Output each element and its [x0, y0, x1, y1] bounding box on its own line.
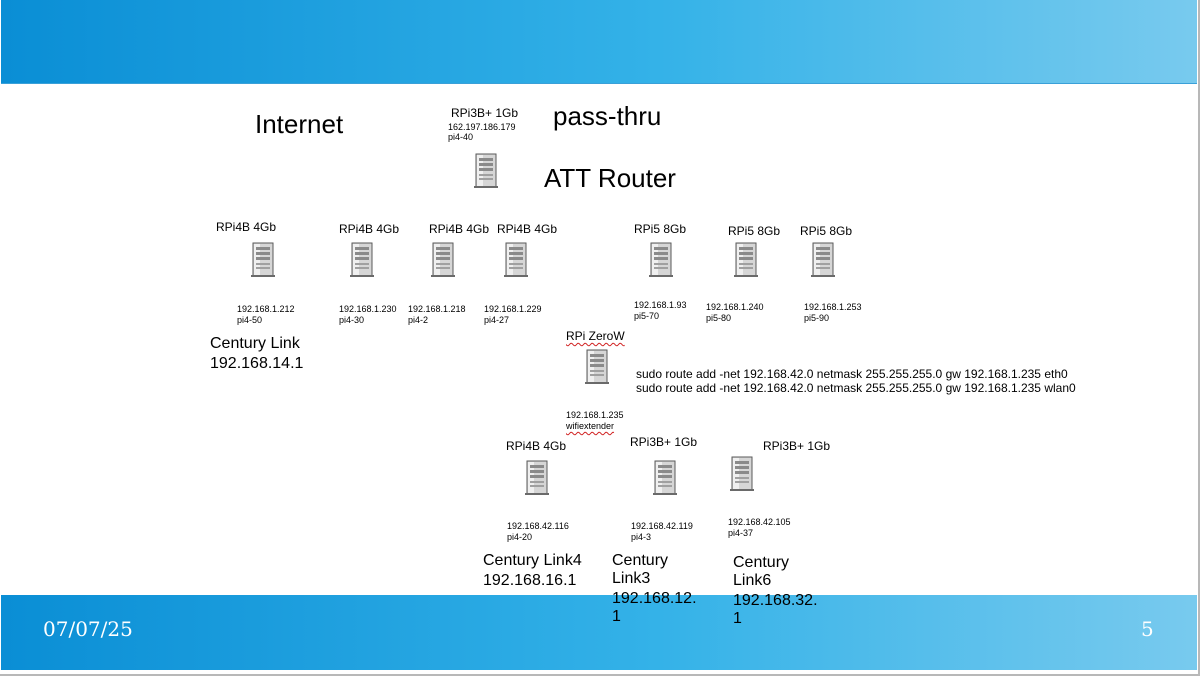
century-link-gateway: 192.168.16.1 [483, 572, 577, 589]
century-link-gateway: 192.168.32.1 [733, 592, 818, 628]
century-link-name: Century Link4 [483, 552, 582, 569]
node-ip: 192.168.1.212 [237, 304, 295, 314]
node-ip: 192.168.1.218 [408, 304, 466, 314]
node-ip: 192.168.1.253 [804, 302, 862, 312]
server-icon [349, 242, 375, 278]
node-host: pi5-90 [804, 313, 830, 323]
server-icon [729, 456, 755, 492]
server-icon [733, 242, 759, 278]
extender-ip: 192.168.1.235 [566, 410, 624, 420]
node-model: RPi4B 4Gb [506, 439, 567, 453]
node-host: pi4-50 [237, 315, 263, 325]
server-icon [250, 242, 276, 278]
node-model: RPi4B 4Gb [429, 222, 490, 236]
node-host: pi4-27 [484, 315, 510, 325]
extender-model: RPi ZeroW [566, 329, 625, 343]
node-model: RPi3B+ 1Gb [763, 439, 831, 453]
gateway-host: pi4-40 [448, 132, 474, 142]
century-link-gateway: 192.168.14.1 [210, 355, 304, 372]
node-host: pi4-37 [728, 528, 754, 538]
node-ip: 192.168.1.240 [706, 302, 764, 312]
node-model: RPi4B 4Gb [339, 222, 400, 236]
node-model: RPi4B 4Gb [216, 220, 277, 234]
node-model: RPi5 8Gb [634, 222, 687, 236]
node-ip: 192.168.42.119 [631, 521, 693, 531]
internet-title: Internet [255, 109, 344, 139]
node-model: RPi5 8Gb [728, 224, 781, 238]
node-host: pi5-80 [706, 313, 732, 323]
server-icon [584, 349, 610, 385]
node-model: RPi3B+ 1Gb [630, 435, 698, 449]
node-host: pi4-2 [408, 315, 429, 325]
node-model: RPi5 8Gb [800, 224, 853, 238]
att-router-title: ATT Router [544, 163, 676, 193]
server-icon [473, 153, 499, 189]
footer-band: 07/07/25 5 [1, 595, 1197, 670]
server-icon [430, 242, 456, 278]
node-host: pi4-3 [631, 532, 652, 542]
footer-page-number: 5 [1141, 617, 1154, 641]
server-icon [524, 460, 550, 496]
footer-date: 07/07/25 [43, 617, 133, 641]
gateway-model: RPi3B+ 1Gb [451, 106, 519, 120]
node-model: RPi4B 4Gb [497, 222, 558, 236]
node-ip: 192.168.1.93 [634, 300, 687, 310]
header-band [1, 0, 1197, 84]
node-ip: 192.168.42.116 [507, 521, 569, 531]
route-command: sudo route add -net 192.168.42.0 netmask… [636, 381, 1076, 395]
century-link-gateway: 192.168.12.1 [612, 590, 697, 626]
node-host: pi4-20 [507, 532, 533, 542]
server-icon [503, 242, 529, 278]
century-link-name: Century Link6 [733, 554, 790, 590]
gateway-ip: 162.197.186.179 [448, 122, 516, 132]
century-link-name: Century Link [210, 335, 300, 352]
server-icon [652, 460, 678, 496]
node-host: pi4-30 [339, 315, 365, 325]
node-host: pi5-70 [634, 311, 660, 321]
century-link-name: Century Link3 [612, 552, 669, 588]
pass-thru-title: pass-thru [553, 101, 662, 131]
server-icon [810, 242, 836, 278]
route-command: sudo route add -net 192.168.42.0 netmask… [636, 367, 1068, 381]
node-ip: 192.168.1.229 [484, 304, 542, 314]
extender-host: wifiextender [566, 421, 615, 431]
node-ip: 192.168.42.105 [728, 517, 791, 527]
node-ip: 192.168.1.230 [339, 304, 397, 314]
server-icon [648, 242, 674, 278]
